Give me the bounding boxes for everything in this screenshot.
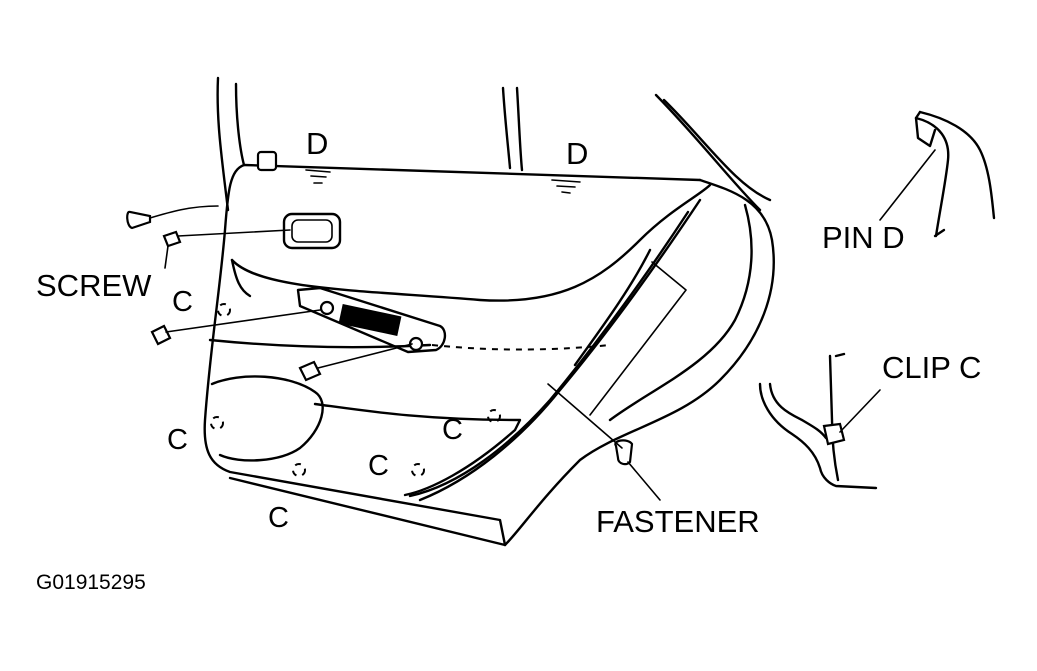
pin-d-leader-line [879, 149, 936, 221]
fastener-part [126, 210, 152, 230]
label-c-lower: C [368, 450, 389, 482]
fastener-leader-line [627, 461, 661, 501]
label-c-bottom: C [268, 502, 289, 534]
door-shell-outline [503, 178, 775, 547]
label-screw: SCREW [36, 268, 152, 303]
screw-leader-line [164, 245, 169, 269]
label-d-left: D [306, 126, 329, 161]
door-frame-left-line [216, 76, 230, 212]
figure-code: G01915295 [36, 571, 146, 594]
pin-d-marker [305, 169, 331, 184]
clip-c-detail [758, 382, 878, 490]
pin-d-detail [918, 110, 996, 220]
switch-panel [296, 286, 447, 354]
label-c-upper: C [172, 286, 193, 318]
label-fastener: FASTENER [596, 504, 760, 539]
screw-part [162, 230, 182, 248]
label-c-left: C [167, 424, 188, 456]
clip-c-marker [217, 303, 231, 317]
window-frame-rear [654, 93, 762, 212]
label-clip-c: CLIP C [882, 350, 982, 385]
trim-panel-outline [203, 163, 507, 547]
map-pocket [210, 375, 324, 462]
armrest-diagonal [418, 198, 702, 502]
label-c-middle: C [442, 414, 463, 446]
armrest-upper-edge [230, 183, 712, 302]
clip-c-leader-line [839, 389, 881, 433]
label-pin-d: PIN D [822, 220, 905, 255]
label-d-right: D [566, 136, 589, 171]
window-sill-line [242, 163, 702, 182]
